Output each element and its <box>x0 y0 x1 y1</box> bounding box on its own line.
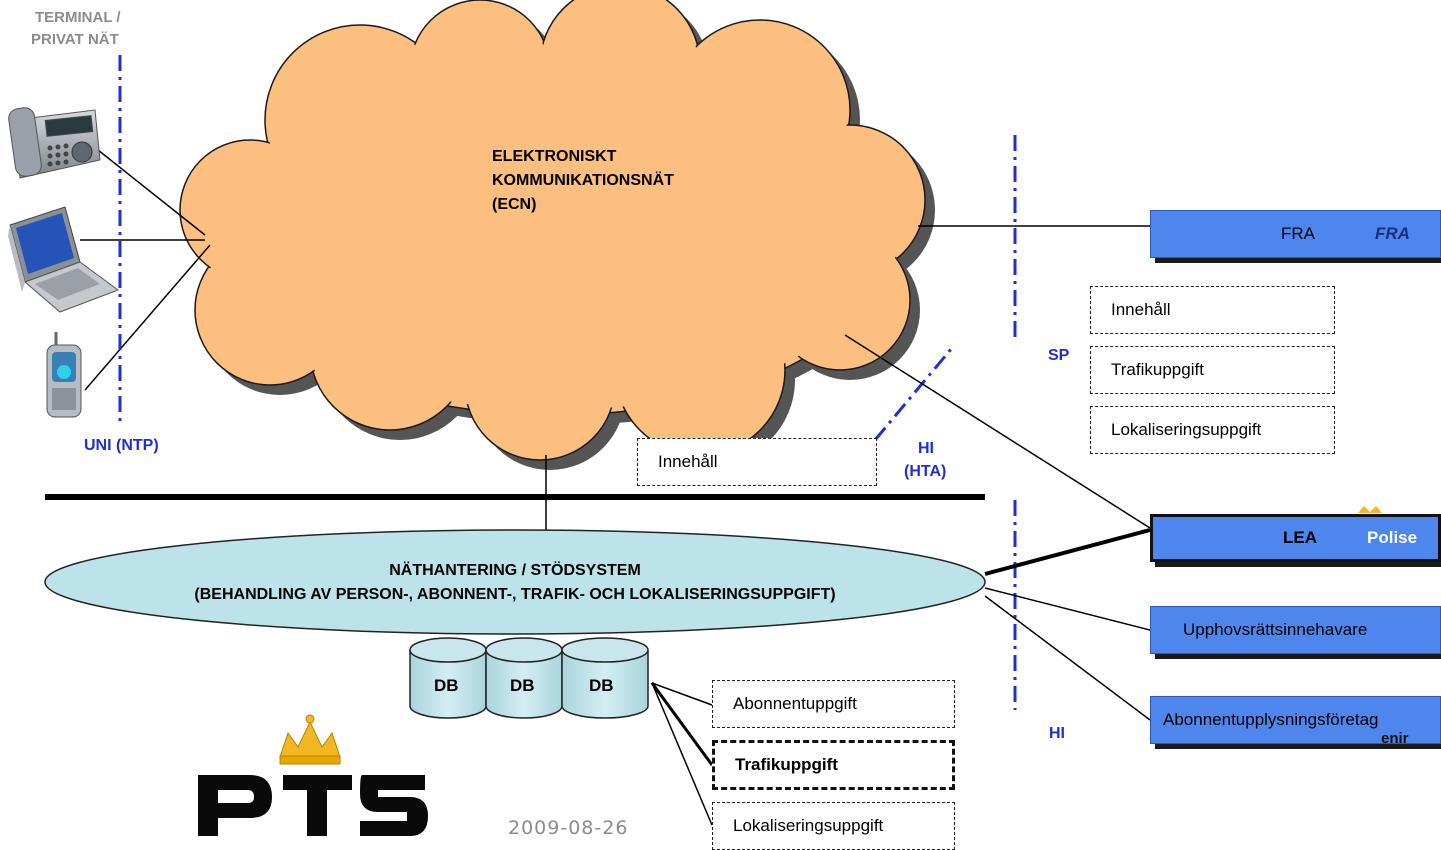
db-label-3: DB <box>589 676 614 695</box>
pts-logo <box>198 775 428 836</box>
directory-company-label: Abonnentupplysningsföretag <box>1163 710 1379 729</box>
sp-box-content: Innehåll <box>1090 286 1335 334</box>
support-system-line1: NÄTHANTERING / STÖDSYSTEM <box>389 562 641 579</box>
fra-label: FRA <box>1281 224 1315 243</box>
interface-lines <box>118 55 1017 710</box>
db-box-subscriber: Abonnentuppgift <box>712 680 955 728</box>
cloud-title-line3: (ECN) <box>492 196 537 213</box>
crown-icon <box>279 714 341 765</box>
terminal-links <box>80 149 211 391</box>
copyright-holder-box: Upphovsrättsinnehavare <box>1150 606 1441 654</box>
sp-label: SP <box>1048 347 1070 364</box>
cloud-title-line2: KOMMUNIKATIONSNÄT <box>492 172 674 189</box>
content-box: Innehåll <box>637 438 877 486</box>
db-label-2: DB <box>510 676 535 695</box>
db-label-1: DB <box>434 676 459 695</box>
fra-box: FRA FRA <box>1150 210 1441 258</box>
copyright-holder-label: Upphovsrättsinnehavare <box>1183 620 1368 639</box>
fra-logo-text: FRA <box>1375 224 1410 243</box>
db-links <box>650 682 714 826</box>
laptop-icon <box>8 206 120 313</box>
sp-box-traffic: Trafikuppgift <box>1090 346 1335 394</box>
cloud-title: ELEKTRONISKT KOMMUNIKATIONSNÄT (ECN) <box>492 145 674 217</box>
footer-date: 2009-08-26 <box>508 817 629 839</box>
desk-phone-icon <box>8 107 101 179</box>
db-cylinders <box>409 637 649 719</box>
hi-label-top: HI <box>918 440 934 457</box>
cloud-title-line1: ELEKTRONISKT <box>492 148 617 165</box>
hta-label: (HTA) <box>904 463 947 480</box>
support-system-line2: (BEHANDLING AV PERSON-, ABONNENT-, TRAFI… <box>194 586 836 603</box>
polis-logo-text: Polise <box>1367 528 1418 547</box>
lea-box: LEA Polise <box>1150 514 1441 562</box>
lea-label: LEA <box>1283 528 1317 547</box>
support-recipient-links <box>984 528 1151 721</box>
hi-label-bottom: HI <box>1049 725 1065 742</box>
db-box-location: Lokaliseringsuppgift <box>712 802 955 850</box>
sp-box-location: Lokaliseringsuppgift <box>1090 406 1335 454</box>
cloud-lea-link <box>844 334 1151 529</box>
directory-company-box: Abonnentupplysningsföretag <box>1150 696 1441 744</box>
support-system-ellipse <box>44 529 986 635</box>
mobile-phone-icon <box>46 332 82 418</box>
support-system-title: NÄTHANTERING / STÖDSYSTEM (BEHANDLING AV… <box>45 559 985 607</box>
terminal-label-line2: PRIVAT NÄT <box>31 31 119 48</box>
eniro-logo-text: enir <box>1381 730 1409 747</box>
uni-label: UNI (NTP) <box>84 437 159 454</box>
terminal-label-line1: TERMINAL / <box>35 9 121 26</box>
network-separator <box>45 494 985 500</box>
db-box-traffic: Trafikuppgift <box>712 740 955 790</box>
